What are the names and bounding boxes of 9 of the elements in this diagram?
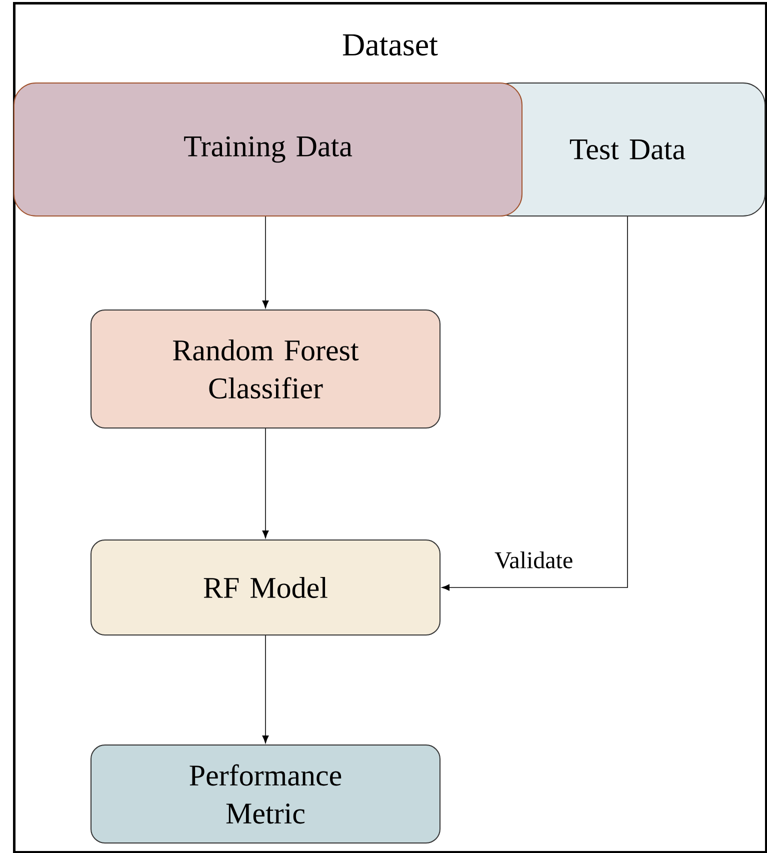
arrow — [262, 635, 269, 744]
edge-label: Validate — [494, 552, 572, 568]
arrow — [442, 216, 628, 591]
process-box: Random Forest Classifier — [90, 310, 440, 428]
model-box: RF Model — [90, 540, 440, 636]
arrow — [262, 428, 269, 538]
result-box: Performance Metric — [90, 744, 440, 844]
arrow — [262, 216, 269, 308]
data-box: Training Data — [14, 82, 522, 216]
